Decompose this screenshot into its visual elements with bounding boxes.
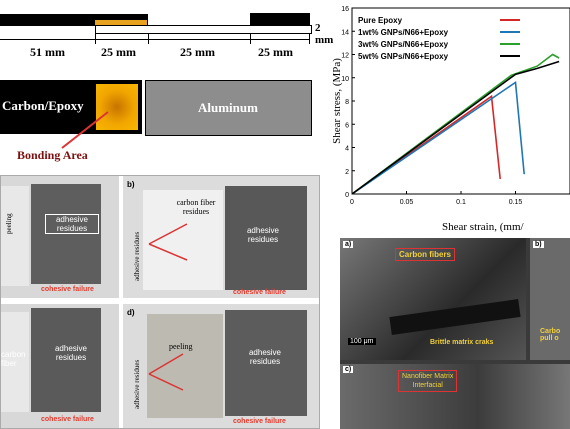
series-line-2 bbox=[351, 53, 560, 195]
photo-c: carbon fiber adhesive residues cohesive … bbox=[1, 304, 119, 428]
peeling-label: peeling bbox=[169, 342, 193, 351]
bonding-area-label: Bonding Area bbox=[17, 148, 88, 162]
specimen-light bbox=[1, 312, 29, 412]
specimen-dark bbox=[225, 310, 307, 416]
scale-bar-label: 100 μm bbox=[348, 338, 376, 345]
x-tick-label: 0.05 bbox=[400, 199, 414, 206]
y-tick-label: 0 bbox=[345, 192, 349, 199]
panel-letter: b) bbox=[127, 180, 135, 189]
peeling-label: peeling bbox=[5, 213, 13, 234]
photo-panel: peeling adhesive residues cohesive failu… bbox=[0, 175, 320, 429]
cohesive-failure-label: cohesive failure bbox=[233, 289, 286, 296]
adhesive-residues-side: adhesive residues bbox=[133, 359, 141, 409]
adhesive-residues-label: adhesive residues bbox=[248, 348, 282, 366]
dim-label: 51 mm bbox=[30, 45, 65, 59]
sem-b bbox=[530, 238, 570, 360]
dim-tick bbox=[148, 34, 149, 44]
aluminum-bar bbox=[145, 80, 312, 136]
cohesive-failure-label: cohesive failure bbox=[41, 286, 94, 293]
carbon-fiber-label: carbon fiber residues bbox=[176, 198, 216, 216]
series-line-1 bbox=[351, 80, 525, 195]
adhesive-residues-label: adhesive residues bbox=[246, 226, 280, 244]
y-tick-label: 6 bbox=[345, 122, 349, 129]
series-line-3 bbox=[351, 60, 560, 195]
dim-tick bbox=[95, 34, 96, 44]
x-axis-label: Shear strain, (mm/ bbox=[442, 221, 525, 233]
y-tick-label: 12 bbox=[341, 53, 349, 60]
dim-tick bbox=[250, 34, 251, 44]
sem-letter-c: c) bbox=[343, 366, 354, 373]
carbon-fiber-label: carbon fiber bbox=[1, 350, 26, 368]
brittle-cracks-label: Brittle matrix craks bbox=[430, 339, 494, 346]
adhesive-residues-label: adhesive residues bbox=[54, 344, 88, 362]
schematic: 2 mm 51 mm 25 mm 25 mm 25 mm Carbon/Epox… bbox=[0, 0, 334, 165]
adhesive-residues-side: adhesive residues bbox=[133, 231, 141, 281]
y-tick-label: 4 bbox=[345, 146, 349, 153]
y-tick-label: 8 bbox=[345, 99, 349, 106]
dimension-line bbox=[0, 39, 310, 40]
dim-tick bbox=[309, 34, 310, 44]
specimen-dark bbox=[31, 184, 101, 284]
sem-letter-b: b) bbox=[533, 241, 544, 248]
top-strip-yellow bbox=[95, 20, 147, 25]
y-axis-label: Shear stress, (MPa) bbox=[331, 58, 343, 144]
legend-label-3: 5wt% GNPs/N66+Epoxy bbox=[358, 52, 449, 61]
carbon-epoxy-bar bbox=[0, 80, 92, 134]
arrows bbox=[148, 353, 184, 391]
carbon-epoxy-label: Carbon/Epoxy bbox=[2, 98, 84, 113]
bonding-area bbox=[92, 80, 142, 134]
sem-panel: a) b) c) Carbon fibers Brittle matrix cr… bbox=[340, 238, 570, 429]
aluminum-label: Aluminum bbox=[198, 100, 258, 115]
dim-label: 25 mm bbox=[101, 45, 136, 59]
specimen-light bbox=[1, 186, 29, 286]
legend-label-0: Pure Epoxy bbox=[358, 16, 403, 25]
dim-label: 25 mm bbox=[180, 45, 215, 59]
bonding-arrow bbox=[61, 111, 109, 149]
thickness-label: 2 mm bbox=[315, 22, 334, 46]
specimen-dark bbox=[225, 186, 307, 290]
specimen-dark bbox=[31, 308, 101, 412]
cohesive-failure-label: cohesive failure bbox=[41, 416, 94, 423]
legend-label-2: 3wt% GNPs/N66+Epoxy bbox=[358, 40, 449, 49]
dim-label: 25 mm bbox=[258, 45, 293, 59]
sem-c bbox=[340, 364, 570, 429]
adhesive-residues-label: adhesive residues bbox=[45, 214, 99, 234]
carbon-fibers-label: Carbon fibers bbox=[395, 248, 456, 261]
top-strip-white bbox=[95, 25, 312, 34]
nanofiber-label: Nanofiber Matrix Interfacial bbox=[398, 370, 458, 392]
y-tick-label: 14 bbox=[341, 29, 349, 36]
y-tick-label: 10 bbox=[341, 76, 349, 83]
sem-letter-a: a) bbox=[343, 241, 354, 248]
x-tick-label: 0.1 bbox=[456, 199, 466, 206]
photo-a: peeling adhesive residues cohesive failu… bbox=[1, 176, 119, 298]
legend-label-1: 1wt% GNPs/N66+Epoxy bbox=[358, 28, 449, 37]
top-strip-black-right bbox=[250, 13, 310, 26]
photo-b: b) adhesive residues carbon fiber residu… bbox=[123, 176, 319, 298]
x-tick-label: 0 bbox=[350, 199, 354, 206]
y-tick-label: 2 bbox=[345, 169, 349, 176]
arrows bbox=[148, 223, 188, 261]
y-tick-label: 16 bbox=[341, 6, 349, 13]
carbon-pull-label: Carbo pull o bbox=[540, 328, 561, 342]
x-tick-label: 0.15 bbox=[509, 199, 523, 206]
specimen-light bbox=[147, 314, 223, 418]
photo-d: d) adhesive residues peeling adhesive re… bbox=[123, 304, 319, 428]
cohesive-failure-label: cohesive failure bbox=[233, 418, 286, 425]
panel-letter: d) bbox=[127, 308, 135, 317]
